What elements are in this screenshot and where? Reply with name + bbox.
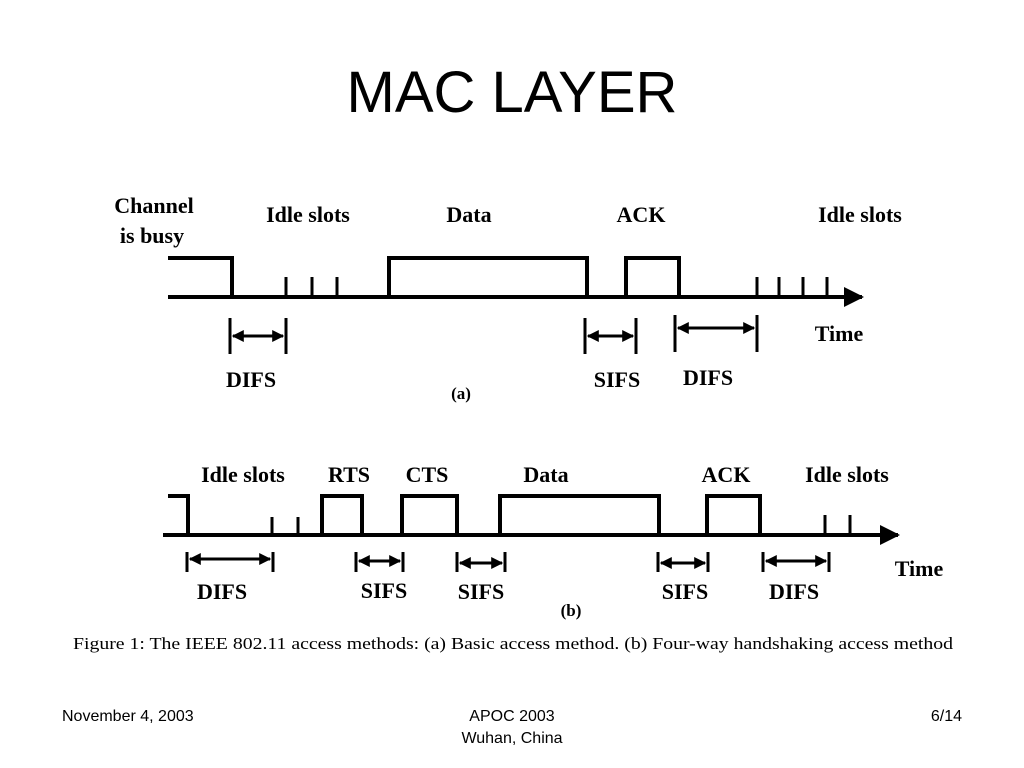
idle-slots-label-b1: Idle slots <box>201 462 285 487</box>
ack-frame-a <box>624 256 681 297</box>
sifs-interval-b2 <box>455 552 507 572</box>
rts-frame-b <box>320 494 364 535</box>
channel-busy-label-line1: Channel <box>114 193 193 218</box>
sifs-interval-b1 <box>354 552 405 572</box>
ack-label-a: ACK <box>617 202 666 227</box>
footer-date: November 4, 2003 <box>62 708 194 725</box>
cts-label-b: CTS <box>406 462 449 487</box>
difs-interval-a1 <box>228 318 288 354</box>
data-frame-a <box>387 256 589 297</box>
difs-label-a1: DIFS <box>226 367 276 392</box>
idle-slot-ticks-b2 <box>823 515 852 535</box>
sifs-label-b1: SIFS <box>361 578 407 603</box>
difs-label-b1: DIFS <box>197 579 247 604</box>
sifs-interval-a <box>583 318 638 354</box>
data-label-b: Data <box>523 462 568 487</box>
footer-location: Wuhan, China <box>461 730 563 747</box>
difs-interval-a2 <box>673 315 759 352</box>
figure-a-label: (a) <box>451 384 471 403</box>
difs-label-b2: DIFS <box>769 579 819 604</box>
data-frame-b <box>498 494 661 535</box>
diagram-a: Channel is busy Idle slots Data ACK Idle… <box>114 193 902 403</box>
busy-signal-a <box>168 256 234 297</box>
idle-slot-ticks-a1 <box>284 277 339 297</box>
footer-page-number: 6/14 <box>930 708 962 725</box>
footer-conference: APOC 2003 Wuhan, China <box>412 706 612 750</box>
time-label-a: Time <box>815 321 864 346</box>
idle-slot-ticks-a2 <box>755 277 829 297</box>
cts-frame-b <box>400 494 459 535</box>
sifs-label-b3: SIFS <box>662 579 708 604</box>
sifs-label-a: SIFS <box>594 367 640 392</box>
data-label-a: Data <box>446 202 491 227</box>
difs-interval-b2 <box>761 552 831 572</box>
channel-busy-label-line2: is busy <box>120 223 184 248</box>
slide-title: MAC LAYER <box>346 60 678 125</box>
figure-b-label: (b) <box>561 601 582 620</box>
busy-signal-b <box>168 494 190 535</box>
ack-label-b: ACK <box>702 462 751 487</box>
difs-interval-b1 <box>185 552 275 572</box>
idle-slots-label-a2: Idle slots <box>818 202 902 227</box>
sifs-label-b2: SIFS <box>458 579 504 604</box>
rts-label-b: RTS <box>328 462 370 487</box>
diagram-b: Idle slots RTS CTS Data ACK Idle slots T… <box>163 462 943 620</box>
time-label-b: Time <box>895 556 944 581</box>
sifs-interval-b3 <box>656 552 710 572</box>
idle-slots-label-b2: Idle slots <box>805 462 889 487</box>
idle-slot-ticks-b1 <box>270 517 300 535</box>
idle-slots-label-a1: Idle slots <box>266 202 350 227</box>
ieee-80211-timing-diagram: Channel is busy Idle slots Data ACK Idle… <box>73 193 954 653</box>
ack-frame-b <box>705 494 762 535</box>
footer-conference-name: APOC 2003 <box>469 708 555 725</box>
figure-caption: Figure 1: The IEEE 802.11 access methods… <box>73 634 954 653</box>
difs-label-a2: DIFS <box>683 365 733 390</box>
